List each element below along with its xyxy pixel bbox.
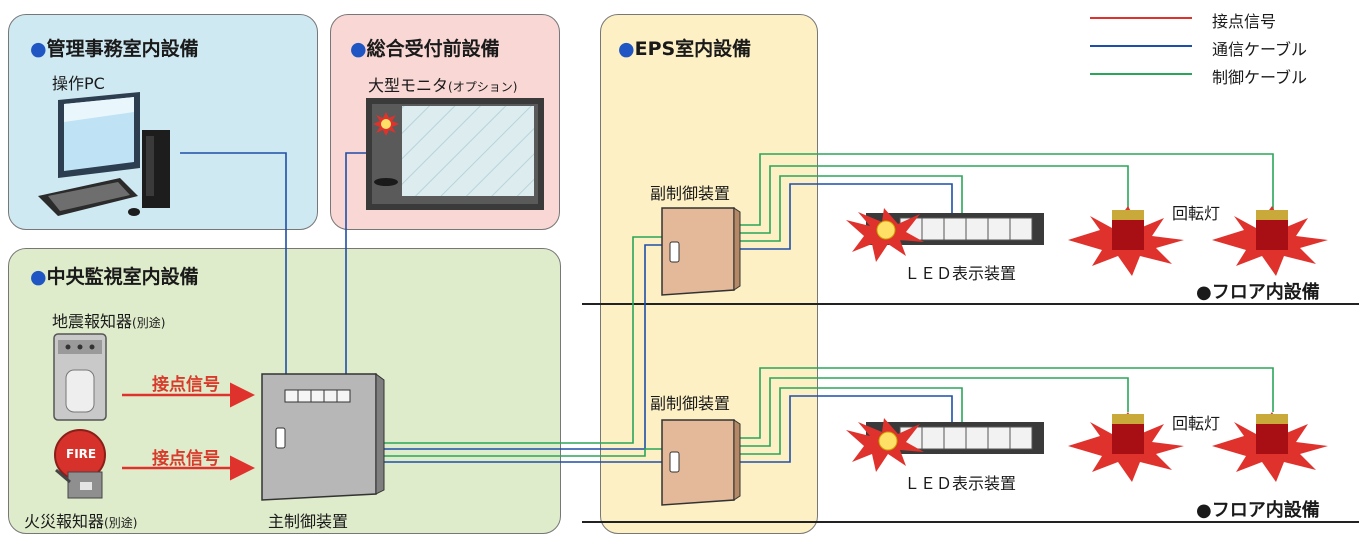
legend-contact-label: 接点信号 bbox=[1212, 12, 1277, 31]
cable-sub2-led-blue bbox=[738, 395, 953, 463]
cable-sub2-lamp2 bbox=[738, 367, 1274, 439]
cable-monitor-main bbox=[345, 152, 368, 374]
cable-sub2-led-green bbox=[738, 387, 963, 455]
cable-sub2-lamp1 bbox=[738, 377, 1129, 447]
fire-alarm-icon bbox=[54, 429, 106, 499]
sub-controller-2-icon bbox=[661, 419, 741, 506]
zone-central-title: ●中央監視室内設備 bbox=[30, 266, 199, 288]
floor-label-1: ●フロア内設備 bbox=[1196, 282, 1320, 303]
monitor-label: 大型モニタ(オプション) bbox=[368, 76, 518, 95]
rotating-lamp-2b-icon bbox=[1212, 412, 1328, 482]
zone-eps-title: ●EPS室内設備 bbox=[618, 38, 752, 60]
legend-control-label: 制御ケーブル bbox=[1212, 68, 1308, 87]
earthquake-label: 地震報知器(別途) bbox=[52, 312, 166, 331]
main-controller-label: 主制御装置 bbox=[268, 512, 349, 531]
rotating-lamp-1b-icon bbox=[1212, 206, 1328, 276]
sub-controller-1-icon bbox=[661, 207, 741, 296]
legend-comm-label: 通信ケーブル bbox=[1212, 40, 1308, 59]
sub-controller-1-label: 副制御装置 bbox=[650, 184, 731, 203]
alarm-burst-icon bbox=[373, 112, 399, 136]
cable-sub1-lamp2 bbox=[738, 153, 1274, 226]
contact-signal-label-2: 接点信号 bbox=[152, 449, 220, 469]
rotating-lamp-2a-icon bbox=[1068, 412, 1184, 482]
cable-sub1-lamp1 bbox=[738, 165, 1129, 234]
main-controller-icon bbox=[261, 373, 385, 501]
pc-icon bbox=[38, 92, 170, 216]
contact-signal-label-1: 接点信号 bbox=[152, 375, 220, 395]
rotating-lamp-1a-icon bbox=[1068, 206, 1184, 276]
sub-controller-2-label: 副制御装置 bbox=[650, 394, 731, 413]
led-display-1-icon bbox=[846, 208, 1044, 262]
floor-label-2: ●フロア内設備 bbox=[1196, 500, 1320, 521]
zone-reception-title: ●総合受付前設備 bbox=[350, 38, 500, 60]
cable-sub1-led-green bbox=[738, 175, 963, 242]
rotating-lamp-2-label: 回転灯 bbox=[1172, 414, 1221, 433]
rotating-lamp-1-label: 回転灯 bbox=[1172, 204, 1221, 223]
fire-alarm-text: FIRE bbox=[66, 447, 97, 461]
monitor-icon bbox=[366, 98, 544, 210]
led-display-2-label: ＬＥＤ表示装置 bbox=[904, 474, 1017, 493]
cable-main-sub1-green bbox=[376, 236, 664, 444]
earthquake-detector-icon bbox=[53, 333, 107, 421]
cable-main-sub1-blue bbox=[376, 244, 664, 450]
zone-admin-title: ●管理事務室内設備 bbox=[30, 38, 199, 60]
pc-label: 操作PC bbox=[52, 74, 105, 93]
cable-pc-main bbox=[180, 152, 287, 374]
fire-label: 火災報知器(別途) bbox=[24, 512, 138, 531]
led-display-1-label: ＬＥＤ表示装置 bbox=[904, 264, 1017, 283]
cable-main-sub2-green bbox=[376, 448, 664, 457]
cable-sub1-led-blue bbox=[738, 183, 953, 250]
led-display-2-icon bbox=[846, 418, 1044, 472]
